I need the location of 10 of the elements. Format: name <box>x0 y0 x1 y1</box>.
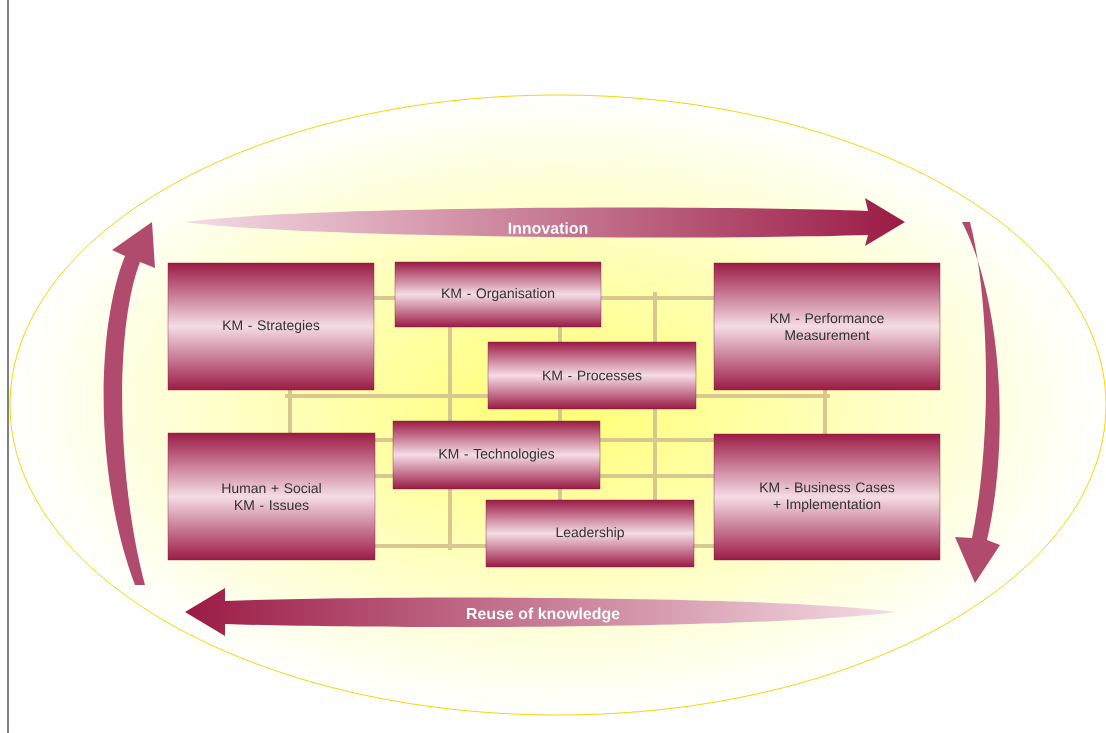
process-box: Leadership <box>485 499 695 568</box>
process-box: KM - Organisation <box>394 261 602 328</box>
arrow-label: Reuse of knowledge <box>467 607 620 623</box>
process-box: KM - Strategies <box>167 262 375 391</box>
process-box: KM - Business Cases + Implementation <box>713 433 941 561</box>
arrow-label: Innovation <box>508 222 588 234</box>
process-box: KM - Technologies <box>392 420 601 490</box>
process-box: KM - Performance Measurement <box>713 262 941 391</box>
process-box: KM - Processes <box>487 341 697 410</box>
process-box: Human + Social KM - Issues <box>167 432 376 561</box>
